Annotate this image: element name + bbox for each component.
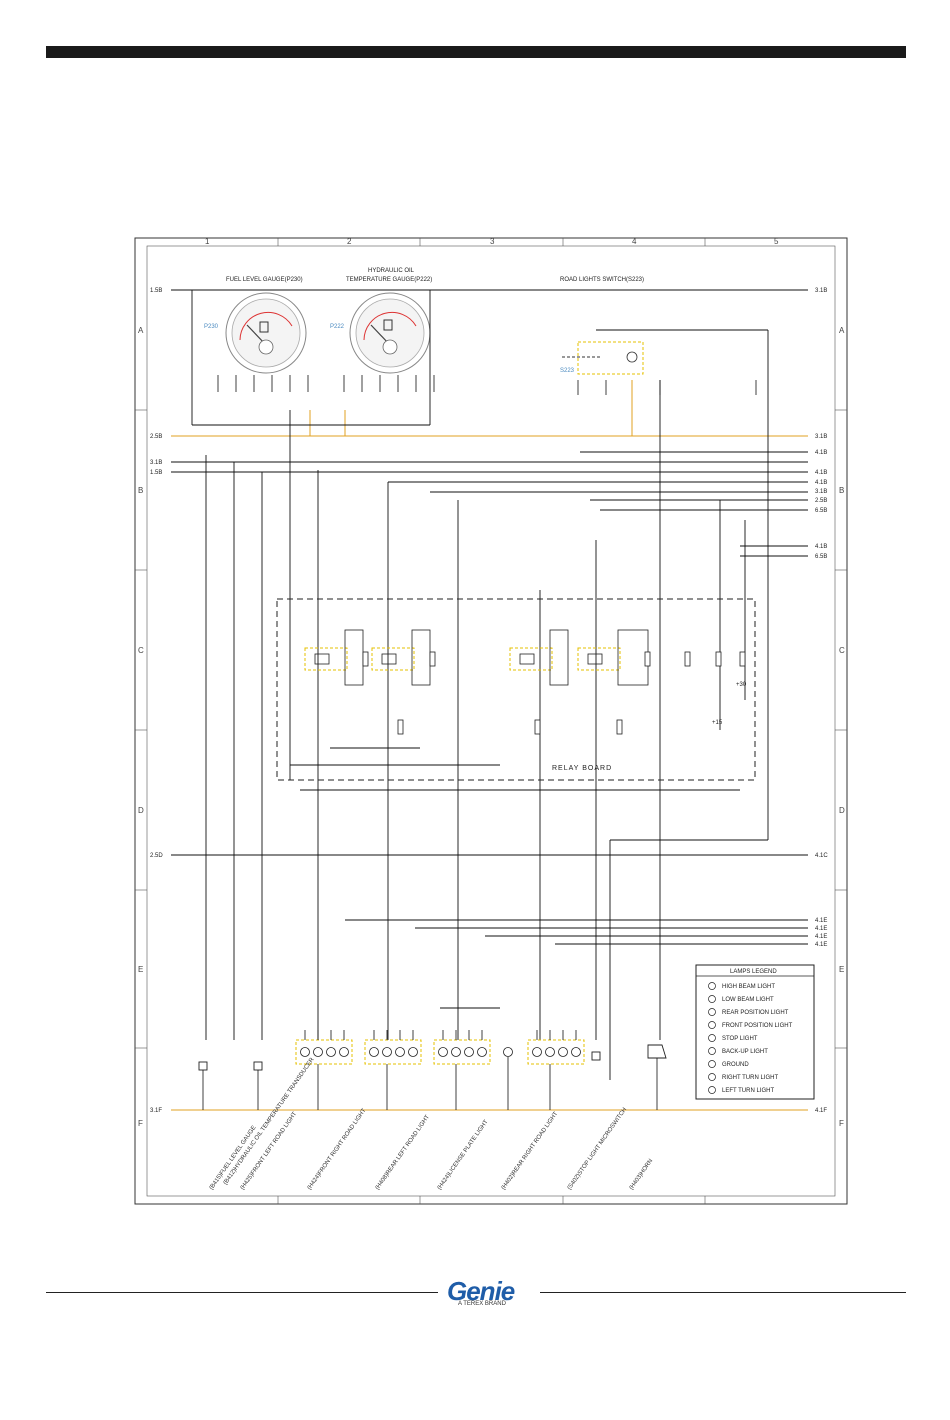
row-label: C: [839, 646, 845, 655]
legend-item: REAR POSITION LIGHT: [722, 1010, 789, 1016]
relays: [304, 647, 621, 671]
fuel-level-gauge: [225, 292, 307, 374]
switch-tag: S223: [560, 368, 575, 374]
row-label: C: [138, 646, 144, 655]
relay-plus30: +30: [736, 682, 747, 688]
legend-item: STOP LIGHT: [722, 1036, 758, 1042]
component-label: (H402)REAR RIGHT ROAD LIGHT: [501, 1111, 560, 1191]
right-ref: 4.1E: [815, 926, 827, 932]
sensor-symbols: [198, 1044, 667, 1071]
component-label: (H408)REAR LEFT ROAD LIGHT: [375, 1114, 431, 1191]
page-header-bar: [46, 46, 906, 58]
column-labels: 1 2 3 4 5: [205, 237, 779, 246]
hydraulic-oil-gauge: [349, 292, 431, 374]
row-label: D: [839, 806, 845, 815]
left-ref: 3.1F: [150, 1108, 162, 1114]
left-ref: 2.5D: [150, 853, 163, 859]
diagram-inner-border: [146, 245, 836, 1197]
road-lights-switch-title: ROAD LIGHTS SWITCH(S223): [560, 277, 644, 283]
right-ref: 4.1F: [815, 1108, 827, 1114]
right-ref: 4.1E: [815, 942, 827, 948]
component-labels: (B415)FUEL LEVEL GAUGE (B412)HYDRAULIC O…: [209, 1056, 655, 1191]
component-label: (H403)HORN: [629, 1158, 655, 1191]
hydraulic-gauge-title-2: TEMPERATURE GAUGE(P222): [346, 277, 432, 283]
diagram-border: [134, 237, 848, 1205]
left-ref: 1.5B: [150, 288, 162, 294]
right-ref: 3.1B: [815, 434, 827, 440]
relay-board-label: RELAY BOARD: [552, 765, 612, 772]
component-label: (S402)STOP LIGHT MICROSWITCH: [567, 1107, 629, 1191]
column-grid: [135, 238, 847, 1204]
hydraulic-gauge-title-1: HYDRAULIC OIL: [368, 268, 415, 274]
row-label: D: [138, 806, 144, 815]
brand-tagline: A TEREX BRAND: [458, 1301, 506, 1307]
col-label: 1: [205, 237, 210, 246]
main-wires: [171, 289, 808, 1009]
lamp-symbols: [300, 1047, 581, 1057]
legend-item: RIGHT TURN LIGHT: [722, 1075, 778, 1081]
component-label: (H424)LICENSE PLATE LIGHT: [437, 1119, 490, 1191]
lamp-grounds: [202, 1057, 658, 1110]
row-label: E: [839, 965, 844, 974]
right-ref: 4.1E: [815, 934, 827, 940]
fuel-gauge-title: FUEL LEVEL GAUGE(P230): [226, 277, 303, 283]
vertical-wires: [191, 290, 769, 1080]
legend-item: LOW BEAM LIGHT: [722, 997, 774, 1003]
right-references: 3.1B 3.1B 4.1B 4.1B 4.1B 3.1B 2.5B 6.5B …: [815, 288, 828, 1114]
left-references: 1.5B 2.5B 3.1B 1.5B 2.5D 3.1F: [150, 288, 163, 1114]
col-label: 3: [490, 237, 495, 246]
hydraulic-gauge-tag: P222: [330, 324, 345, 330]
lamp-groups: [295, 1039, 585, 1065]
legend-items: HIGH BEAM LIGHT LOW BEAM LIGHT REAR POSI…: [722, 984, 793, 1094]
row-label: A: [138, 326, 144, 335]
footer-rule-left: [46, 1292, 438, 1293]
left-ref: 3.1B: [150, 460, 162, 466]
right-ref: 6.5B: [815, 508, 827, 514]
legend-item: HIGH BEAM LIGHT: [722, 984, 775, 990]
right-ref: 4.1B: [815, 480, 827, 486]
left-ref: 2.5B: [150, 434, 162, 440]
road-lights-switch: [562, 341, 644, 375]
col-label: 5: [774, 237, 779, 246]
right-ref: 4.1B: [815, 470, 827, 476]
legend-item: GROUND: [722, 1062, 749, 1068]
component-label: (B412)HYDRAULIC OIL TEMPERATURE TRANSDUC…: [223, 1056, 316, 1186]
col-label: 2: [347, 237, 352, 246]
right-ref: 4.1B: [815, 544, 827, 550]
row-label: B: [839, 486, 844, 495]
left-ref: 1.5B: [150, 470, 162, 476]
ground-wires: [171, 380, 808, 1111]
genie-logo: Genie: [447, 1276, 515, 1306]
right-ref: 3.1B: [815, 288, 827, 294]
col-label: 4: [632, 237, 637, 246]
relay-plus15: +15: [712, 720, 723, 726]
fuel-gauge-tag: P230: [204, 324, 219, 330]
row-label: A: [839, 326, 845, 335]
relay-board: [276, 598, 756, 781]
right-ref: 3.1B: [815, 489, 827, 495]
right-ref: 6.5B: [815, 554, 827, 560]
lamp-feeds: [304, 1030, 577, 1040]
fuses: [362, 651, 746, 735]
legend-item: LEFT TURN LIGHT: [722, 1088, 774, 1094]
row-label: F: [138, 1119, 143, 1128]
right-ref: 2.5B: [815, 498, 827, 504]
footer-rule-right: [540, 1292, 906, 1293]
component-label: (H424)FRONT RIGHT ROAD LIGHT: [307, 1108, 368, 1192]
connector-ticks: [217, 375, 757, 395]
row-label: E: [138, 965, 143, 974]
right-ref: 4.1E: [815, 918, 827, 924]
legend-title: LAMPS LEGEND: [730, 969, 777, 975]
row-labels: A B C D E F A B C D E F: [138, 326, 845, 1128]
legend-item: FRONT POSITION LIGHT: [722, 1023, 793, 1029]
right-ref: 4.1B: [815, 450, 827, 456]
row-label: F: [839, 1119, 844, 1128]
legend-icons: [708, 982, 716, 1094]
legend-item: BACK-UP LIGHT: [722, 1049, 768, 1055]
right-ref: 4.1C: [815, 853, 828, 859]
row-label: B: [138, 486, 143, 495]
